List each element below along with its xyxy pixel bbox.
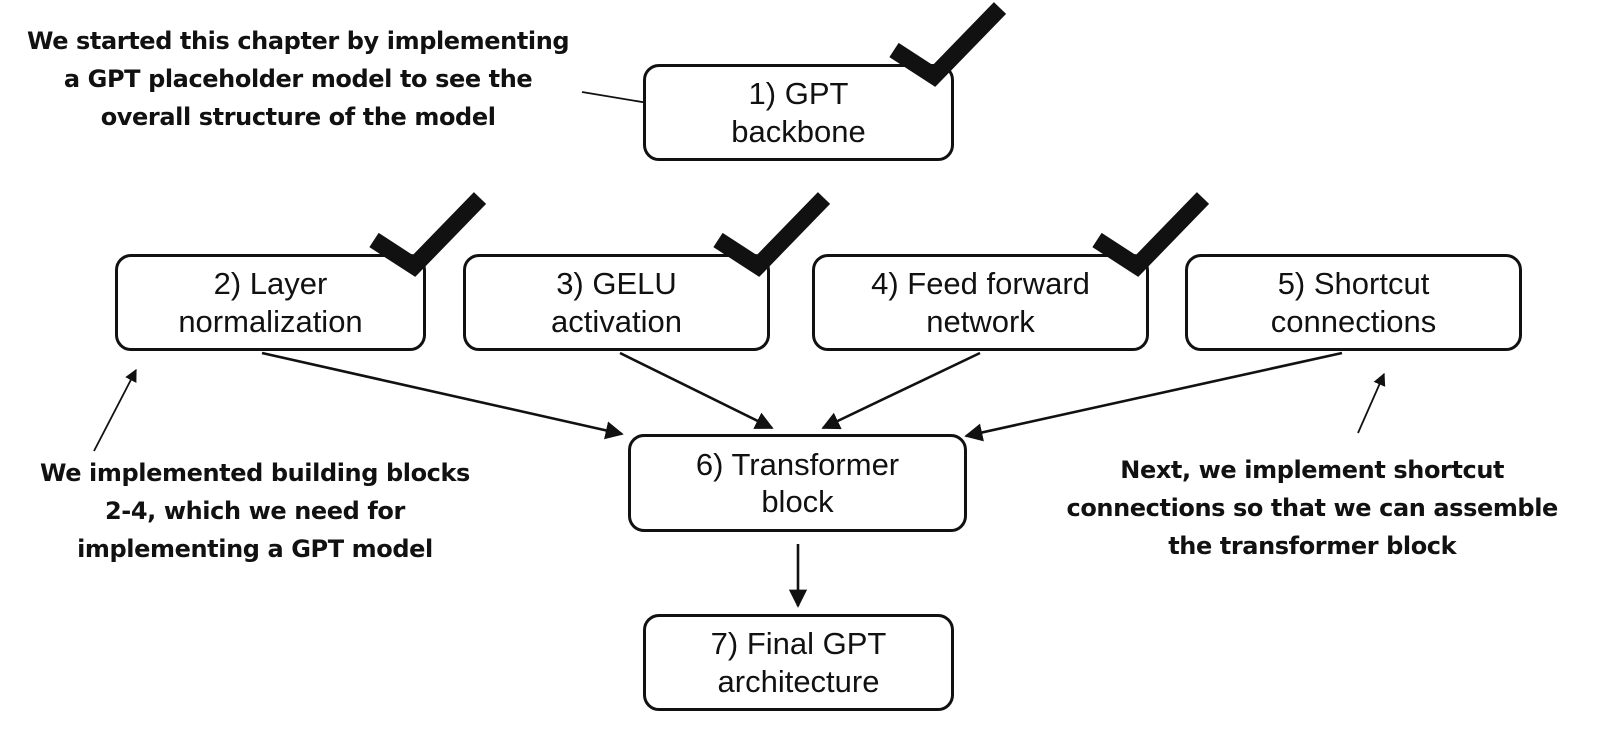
node-final-gpt-architecture-line-2: architecture (717, 663, 880, 699)
node-shortcut-connections-line-1: 5) Shortcut (1277, 266, 1430, 302)
annotation-line: We implemented building blocks (40, 459, 470, 487)
node-gelu-activation-line-1: 3) GELU (556, 266, 677, 302)
node-transformer-block-line-2: block (761, 484, 834, 519)
annotation-shortcut-note: Next, we implement shortcut connections s… (1066, 452, 1559, 566)
annotation-line: Next, we implement shortcut (1120, 456, 1505, 484)
node-layer-normalization-line-1: 2) Layer (213, 266, 328, 302)
annotation-line: a GPT placeholder model to see the (63, 64, 533, 93)
annotation-building-blocks-note: We implemented building blocks 2-4, which… (40, 455, 470, 569)
edge-feed-forward-network-to-transformer-block (821, 351, 981, 430)
node-shortcut-connections-line-2: connections (1270, 303, 1437, 339)
node-gelu-activation-line-2: activation (551, 303, 682, 339)
node-gpt-backbone-line-2: backbone (731, 113, 866, 149)
annotation-line: the transformer block (1168, 531, 1457, 560)
node-feed-forward-network-line-1: 4) Feed forward (871, 266, 1090, 302)
annotation-line: 2-4, which we need for (105, 496, 405, 525)
annotation-arrow-shortcut-note (1357, 372, 1386, 434)
annotation-arrow-building-blocks-note (93, 368, 137, 452)
node-feed-forward-network-line-2: network (926, 303, 1035, 339)
node-gpt-backbone-line-1: 1) GPT (748, 76, 849, 112)
edge-gelu-activation-to-transformer-block (619, 351, 774, 430)
annotation-backbone-note: We started this chapter by implementing a… (27, 23, 570, 137)
annotation-line: overall structure of the model (100, 102, 496, 131)
edge-shortcut-connections-to-transformer-block (964, 351, 1343, 442)
annotation-line: We started this chapter by implementing (27, 27, 570, 55)
node-transformer-block-line-1: 6) Transformer (695, 446, 900, 482)
annotation-line: implementing a GPT model (77, 534, 433, 563)
edge-layer-normalization-to-transformer-block (261, 351, 624, 440)
annotation-line: connections so that we can assemble (1066, 493, 1559, 522)
node-layer-normalization-line-2: normalization (178, 303, 363, 339)
node-final-gpt-architecture-line-1: 7) Final GPT (710, 626, 887, 662)
